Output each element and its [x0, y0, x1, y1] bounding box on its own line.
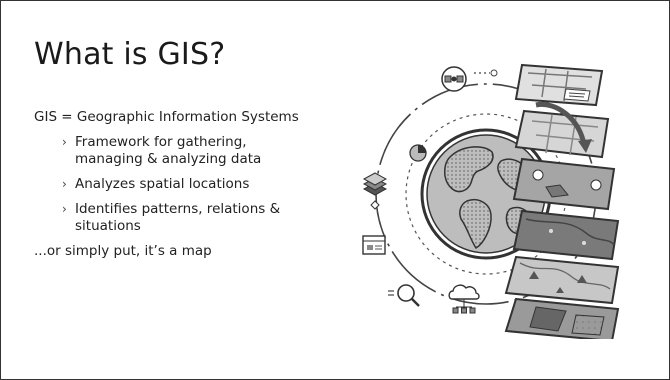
slide-title: What is GIS? [34, 37, 226, 72]
bullet-text: Analyzes spatial locations [75, 176, 250, 192]
slide-body: GIS = Geographic Information Systems › Fr… [34, 109, 314, 260]
satellite-icon [441, 66, 498, 92]
gis-illustration [362, 63, 620, 339]
outro-text: ...or simply put, it’s a map [34, 243, 212, 259]
caret-icon: › [62, 135, 67, 149]
map-layer-stack [504, 63, 620, 339]
bullet-text: Identifies patterns, relations & situati… [75, 201, 281, 234]
caret-icon: › [62, 202, 67, 216]
bullet-text: Framework for gathering, managing & anal… [75, 134, 262, 167]
cloud-network-icon [448, 284, 480, 314]
pie-chart-icon [409, 144, 427, 162]
bullet-item: › Identifies patterns, relations & situat… [62, 201, 314, 235]
magnifier-icon [388, 284, 420, 307]
bullet-list: › Framework for gathering, managing & ana… [34, 134, 314, 235]
layers-icon [362, 172, 388, 210]
bullet-item: › Framework for gathering, managing & ana… [62, 134, 314, 168]
caret-icon: › [62, 177, 67, 191]
intro-text: GIS = Geographic Information Systems [34, 109, 299, 125]
browser-window-icon [362, 235, 386, 255]
bullet-item: › Analyzes spatial locations [62, 176, 314, 193]
